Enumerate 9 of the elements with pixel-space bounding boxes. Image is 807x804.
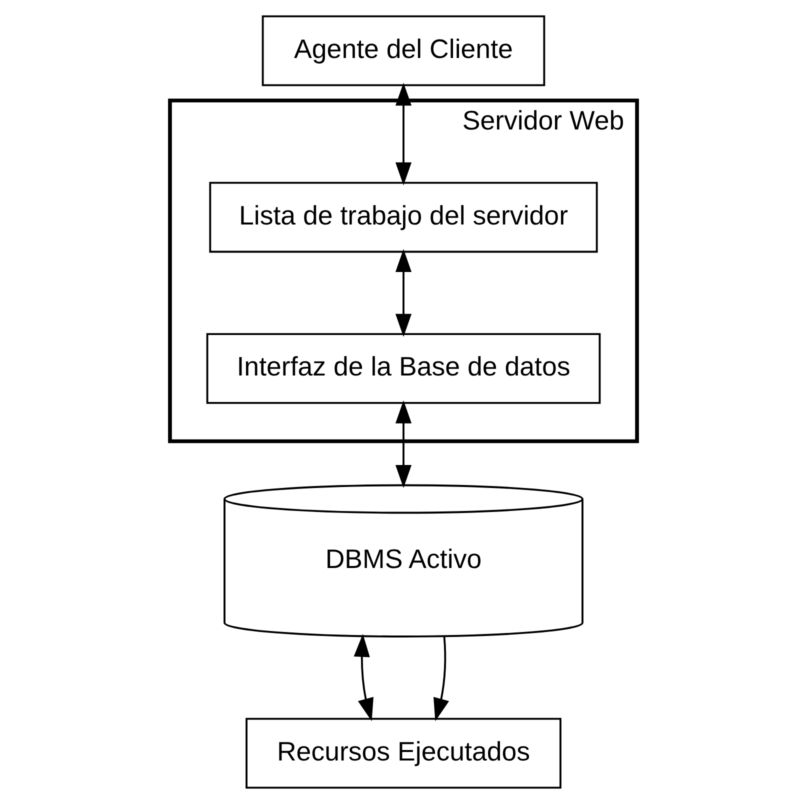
arrow (395, 400, 412, 488)
arrow (395, 82, 412, 186)
node-box: Agente del Cliente (262, 15, 546, 86)
node-box: Interfaz de la Base de datos (206, 333, 601, 404)
node-box: Recursos Ejecutados (246, 718, 562, 789)
node-box: Lista de trabajo del servidor (209, 182, 598, 253)
arrow (434, 636, 450, 722)
arrow (354, 634, 374, 722)
arrow (395, 249, 412, 337)
